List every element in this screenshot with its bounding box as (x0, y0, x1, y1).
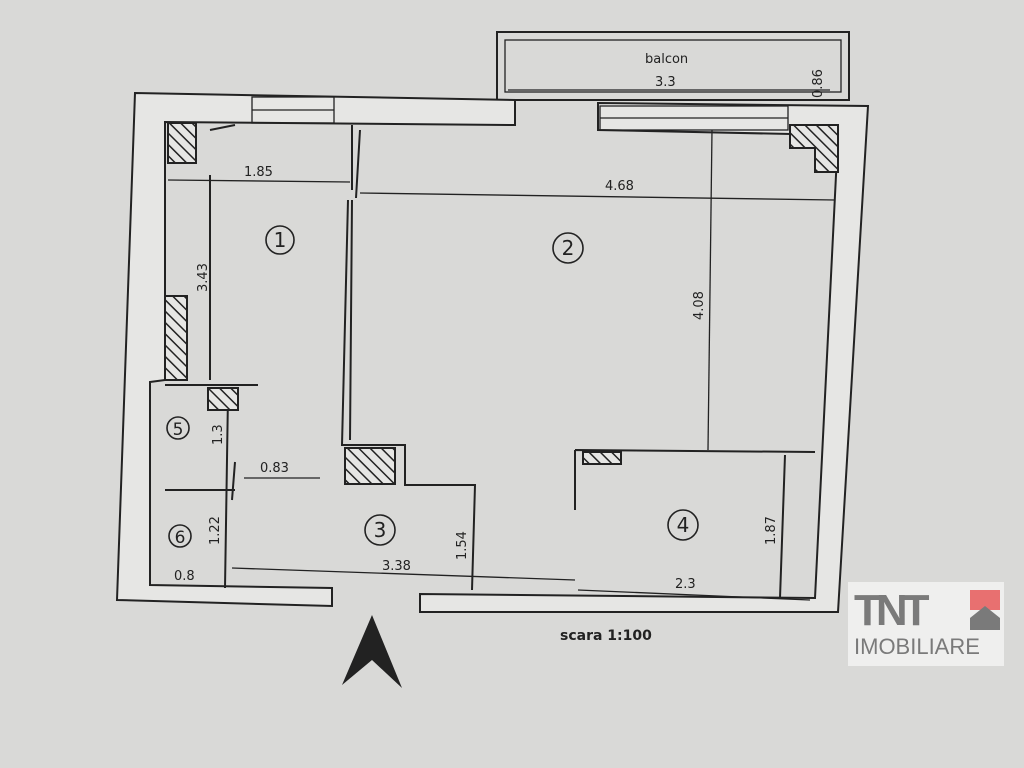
room-1-width: 1.85 (244, 165, 273, 180)
room-number: 5 (173, 420, 184, 440)
balcony: balcon 3.3 0.86 (496, 31, 850, 101)
room-2-length: 4.08 (692, 291, 707, 320)
balcony-depth: 0.86 (811, 69, 826, 98)
room-5-length: 1.3 (211, 424, 226, 445)
balcony-width: 3.3 (655, 75, 676, 90)
room-6-width: 0.8 (174, 569, 195, 584)
room-number: 3 (374, 518, 387, 542)
room-3-corridor-width: 0.83 (260, 461, 289, 476)
room-number: 4 (677, 513, 690, 537)
room-number: 1 (274, 228, 287, 252)
room-5: 5 1.3 (166, 416, 226, 445)
room-1: 1 1.85 3.43 (196, 165, 295, 292)
room-4: 4 2.3 1.87 (667, 509, 779, 592)
room-2-width: 4.68 (605, 179, 634, 194)
columns (164, 122, 839, 485)
room-3-length: 1.54 (455, 531, 470, 560)
room-4-width: 2.3 (675, 577, 696, 592)
logo-subtitle: IMOBILIARE (854, 634, 980, 659)
outer-walls (115, 91, 870, 613)
room-number: 2 (562, 236, 575, 260)
tnt-logo: TNT IMOBILIARE (848, 582, 1004, 666)
logo-brand: TNT (854, 586, 929, 635)
room-1-length: 3.43 (196, 263, 211, 292)
room-3-width: 3.38 (382, 559, 411, 574)
north-arrow-icon (342, 615, 402, 688)
scale-label: scara 1:100 (560, 628, 652, 644)
room-4-length: 1.87 (764, 516, 779, 545)
room-2: 2 4.68 4.08 (552, 179, 707, 320)
room-number: 6 (175, 528, 186, 548)
room-3: 3 3.38 1.54 0.83 (260, 461, 470, 574)
house-roof-icon (970, 590, 1000, 630)
interior-walls (165, 124, 816, 599)
room-6: 6 0.8 1.22 (168, 516, 223, 584)
dimension-lines (167, 129, 836, 601)
room-6-length: 1.22 (208, 516, 223, 545)
balcony-label: balcon (645, 52, 688, 67)
